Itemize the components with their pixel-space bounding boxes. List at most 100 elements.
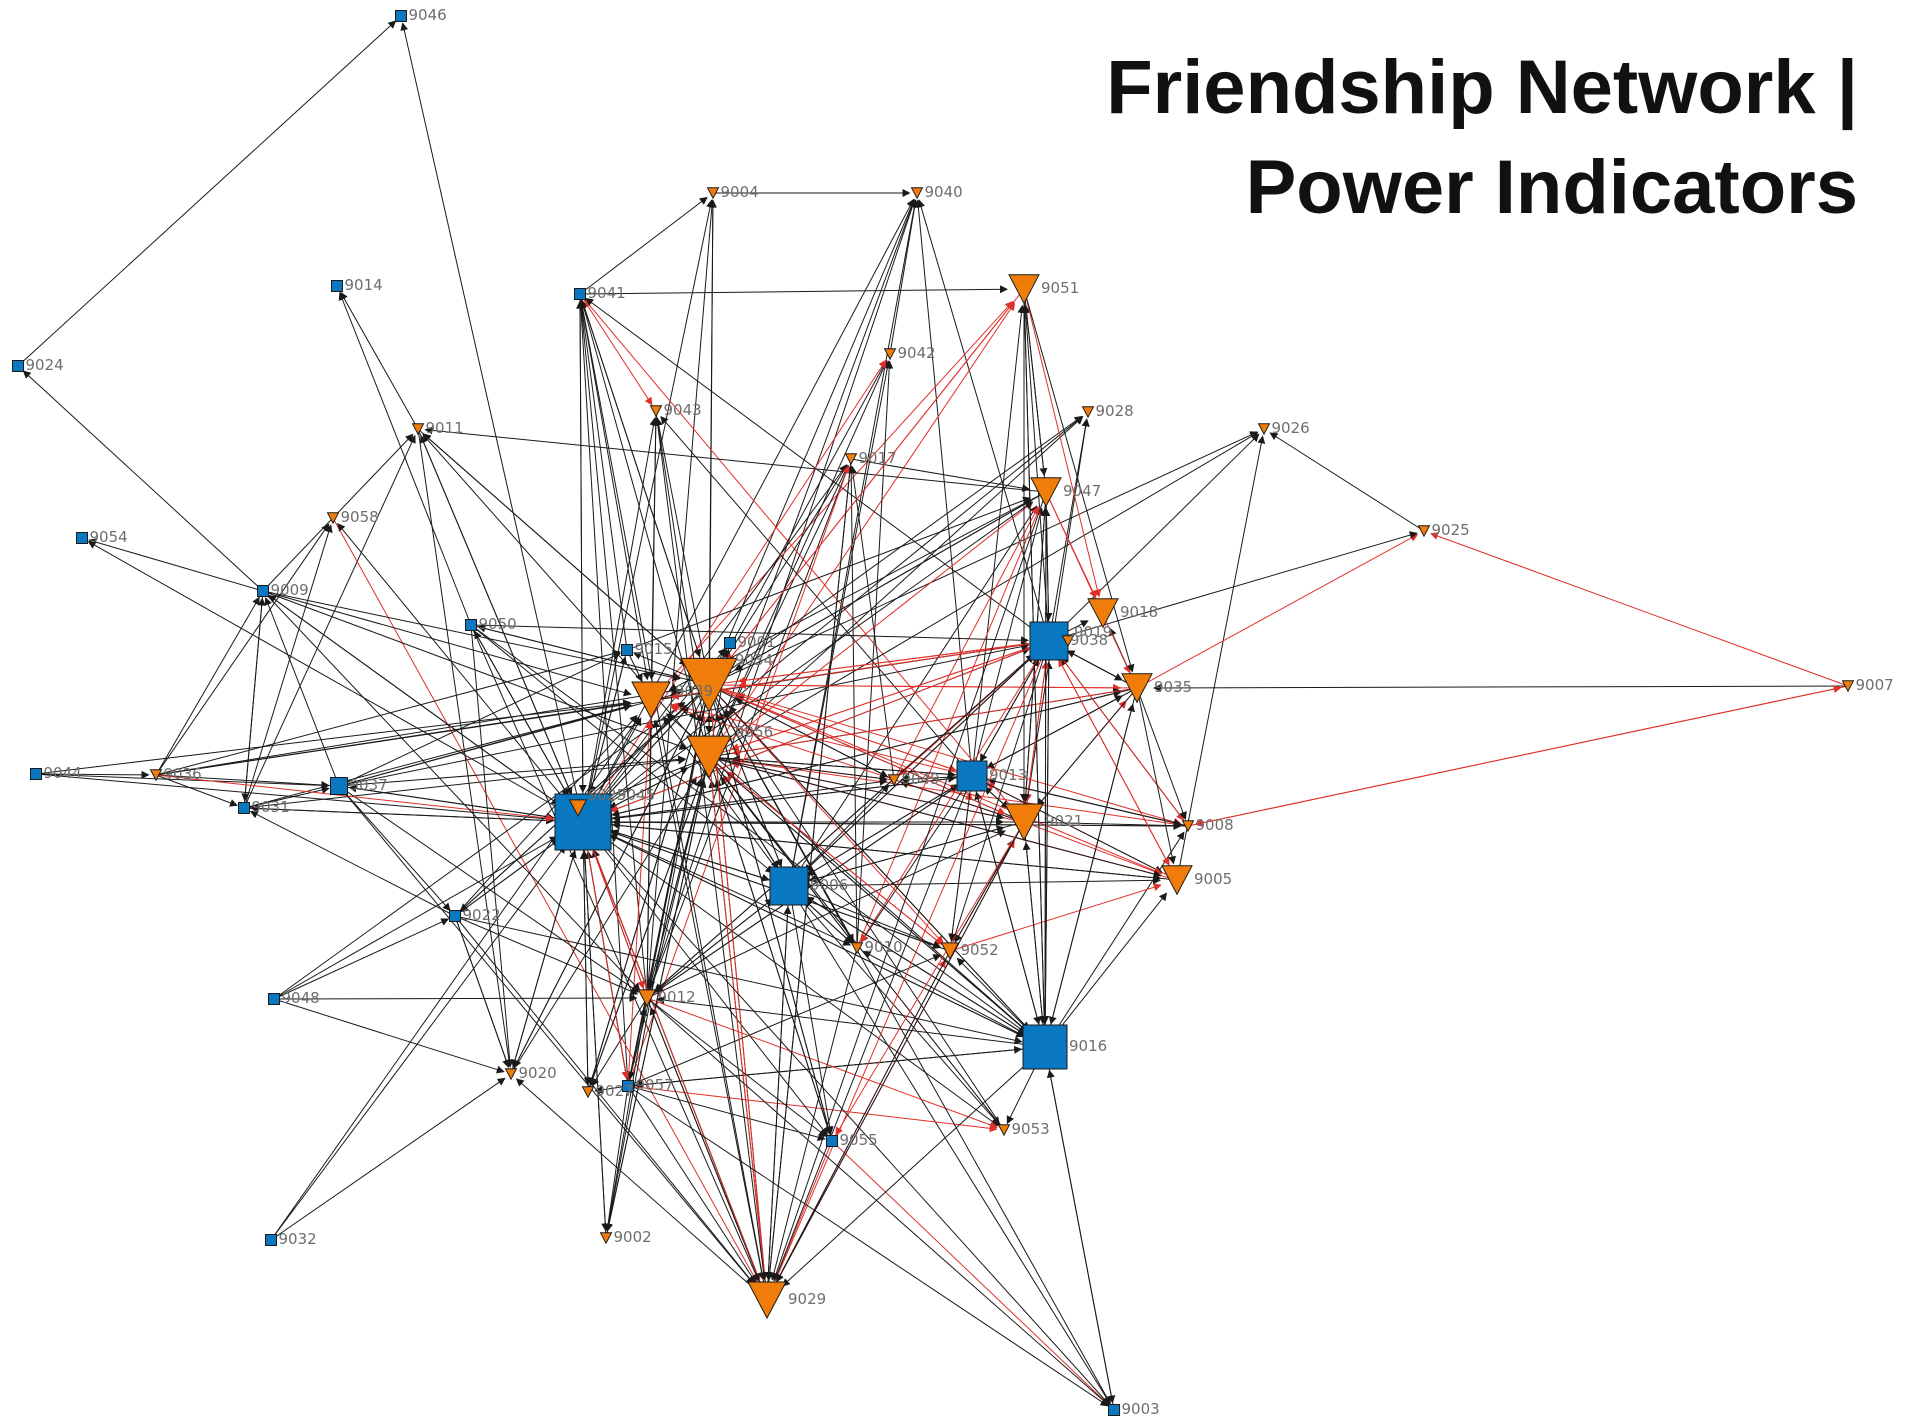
node-label-9051: 9051 bbox=[1041, 279, 1079, 297]
edge-9045-9010 bbox=[582, 821, 852, 946]
edge-9012-9053 bbox=[646, 997, 998, 1129]
edge-9045-9008 bbox=[582, 821, 1182, 830]
edge-9011-9020 bbox=[417, 428, 513, 1068]
node-label-9057: 9057 bbox=[636, 1076, 674, 1094]
node-label-9048: 9048 bbox=[282, 989, 320, 1007]
edge-9032-9020 bbox=[270, 1077, 506, 1241]
edge-9045-9046 bbox=[400, 22, 584, 823]
node-9051 bbox=[1008, 274, 1040, 305]
edge-9007-9008 bbox=[1194, 685, 1849, 827]
edge-9051-9047 bbox=[1023, 288, 1048, 477]
node-9021 bbox=[1004, 803, 1044, 842]
edge-9007-9025 bbox=[1430, 532, 1849, 687]
edge-9034-9005 bbox=[708, 684, 1163, 875]
edge-9035-9025 bbox=[1136, 534, 1419, 689]
edge-9056-9043 bbox=[654, 417, 710, 758]
edge-9044-9037 bbox=[35, 773, 330, 790]
node-label-9058: 9058 bbox=[341, 508, 379, 526]
edge-9016-9029 bbox=[781, 1046, 1046, 1287]
node-9031 bbox=[238, 802, 250, 814]
edge-9035-9016 bbox=[1048, 687, 1138, 1025]
edge-layer bbox=[17, 20, 1849, 1411]
node-label-9025: 9025 bbox=[1432, 521, 1470, 539]
edge-9013-9010 bbox=[860, 775, 973, 943]
edge-9045-9005 bbox=[582, 821, 1162, 882]
node-9016 bbox=[1022, 1024, 1068, 1070]
edge-9011-9045 bbox=[417, 428, 573, 796]
node-label-9052: 9052 bbox=[961, 941, 999, 959]
edge-9056-9005 bbox=[708, 756, 1162, 878]
node-9012 bbox=[637, 989, 657, 1008]
node-9053 bbox=[997, 1124, 1011, 1137]
edge-9045-9043 bbox=[582, 417, 658, 823]
edge-9013-9052 bbox=[948, 775, 973, 942]
edge-9039-9051 bbox=[650, 300, 1014, 701]
edge-9035-9005 bbox=[1136, 687, 1176, 865]
edge-9048-9022 bbox=[273, 918, 450, 1000]
edge-9036-9037 bbox=[155, 774, 330, 789]
node-9036 bbox=[149, 769, 163, 782]
edge-9048-9034 bbox=[273, 702, 686, 1000]
node-9018 bbox=[1087, 598, 1119, 629]
node-9010 bbox=[850, 942, 864, 955]
edge-9045-9049 bbox=[582, 777, 888, 823]
edge-9038-9010 bbox=[860, 640, 1050, 943]
edge-9041-9034 bbox=[579, 293, 702, 658]
edge-9031-9011 bbox=[243, 434, 416, 809]
node-label-9045: 9045 bbox=[617, 786, 655, 804]
edge-9038-9051 bbox=[1021, 305, 1050, 642]
edge-9034-9020 bbox=[513, 684, 710, 1069]
edge-9048-9012 bbox=[273, 994, 638, 1003]
edge-9056-9002 bbox=[605, 756, 710, 1232]
node-label-9011: 9011 bbox=[426, 419, 464, 437]
edge-9052-9005 bbox=[949, 883, 1162, 952]
edge-9056-9026 bbox=[708, 432, 1259, 758]
edge-9056-9040 bbox=[708, 199, 916, 758]
edge-9036-9009 bbox=[155, 596, 260, 776]
edge-9053-9034 bbox=[725, 709, 1005, 1131]
node-9057 bbox=[622, 1080, 634, 1092]
node-9015 bbox=[621, 644, 633, 656]
edge-9009-9031 bbox=[241, 590, 264, 802]
node-9011 bbox=[411, 423, 425, 436]
edge-9029-9020 bbox=[515, 1078, 768, 1301]
edge-9015-9047 bbox=[626, 496, 1032, 651]
edge-9025-9026 bbox=[1269, 432, 1425, 532]
edge-9041-9004 bbox=[579, 196, 708, 295]
node-9041 bbox=[574, 288, 586, 300]
edge-9056-9021 bbox=[708, 756, 1005, 821]
edge-9036-9058 bbox=[155, 523, 330, 776]
edge-9013-9012 bbox=[654, 775, 973, 993]
node-label-9036: 9036 bbox=[164, 765, 202, 783]
node-label-9012: 9012 bbox=[658, 988, 696, 1006]
node-label-9035: 9035 bbox=[1154, 678, 1192, 696]
node-label-9013: 9013 bbox=[989, 766, 1027, 784]
edge-9038-9056 bbox=[730, 640, 1050, 751]
node-9003 bbox=[1108, 1404, 1120, 1416]
edge-9007-9035 bbox=[1153, 683, 1849, 692]
edge-9057-9029 bbox=[627, 1085, 757, 1284]
node-label-9002: 9002 bbox=[614, 1228, 652, 1246]
edge-9037-9038 bbox=[338, 642, 1030, 787]
title-line-2: Power Indicators bbox=[1245, 145, 1858, 230]
node-9032 bbox=[265, 1234, 277, 1246]
node-label-9006: 9006 bbox=[810, 876, 848, 894]
edge-9006-9005 bbox=[788, 876, 1161, 887]
node-9050 bbox=[465, 619, 477, 631]
edge-9051-9035 bbox=[1023, 288, 1135, 673]
edge-9052-9029 bbox=[776, 950, 951, 1283]
edge-9034-9013 bbox=[708, 684, 957, 772]
node-9020 bbox=[504, 1068, 518, 1081]
edge-9036-9031 bbox=[155, 774, 238, 807]
node-9029 bbox=[747, 1281, 787, 1320]
edge-9012-9040 bbox=[646, 199, 917, 999]
edge-9050-9020 bbox=[470, 624, 514, 1068]
edge-9037-9009 bbox=[264, 597, 340, 787]
node-label-9028: 9028 bbox=[1096, 402, 1134, 420]
edge-9034-9028 bbox=[708, 415, 1083, 686]
edge-9056-9027 bbox=[589, 756, 710, 1086]
edge-9045-9020 bbox=[511, 821, 584, 1068]
edge-9034-9042 bbox=[708, 359, 887, 686]
